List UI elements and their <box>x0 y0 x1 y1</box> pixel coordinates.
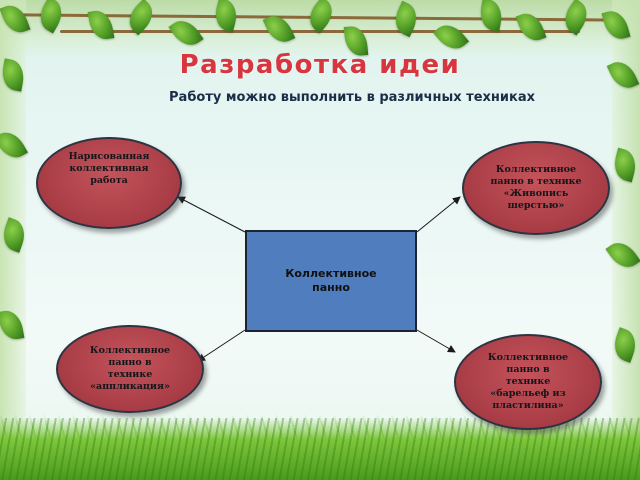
node-label: Нарисованная коллективная работа <box>68 151 150 186</box>
node-label: Коллективное панно <box>285 267 377 294</box>
connector-bottom-right <box>416 329 456 353</box>
page-title: Разработка идеи <box>179 50 461 80</box>
connector-bottom-left <box>197 329 246 362</box>
connector-top-left <box>177 196 246 233</box>
node-label: Коллективное панно в технике «барельеф и… <box>487 352 569 411</box>
node-wool-painting-panel: Коллективное панно в технике «Живопись ш… <box>462 141 610 235</box>
node-drawn-collective-work: Нарисованная коллективная работа <box>36 137 182 229</box>
node-collective-panel-center: Коллективное панно <box>245 230 417 332</box>
connector-top-right <box>416 196 461 233</box>
node-applique-panel: Коллективное панно в технике «аппликация… <box>56 325 204 413</box>
page-subtitle: Работу можно выполнить в различных техни… <box>169 90 535 105</box>
node-bas-relief-panel: Коллективное панно в технике «барельеф и… <box>454 334 602 430</box>
node-label: Коллективное панно в технике «аппликация… <box>89 345 171 392</box>
node-label: Коллективное панно в технике «Живопись ш… <box>490 164 582 211</box>
